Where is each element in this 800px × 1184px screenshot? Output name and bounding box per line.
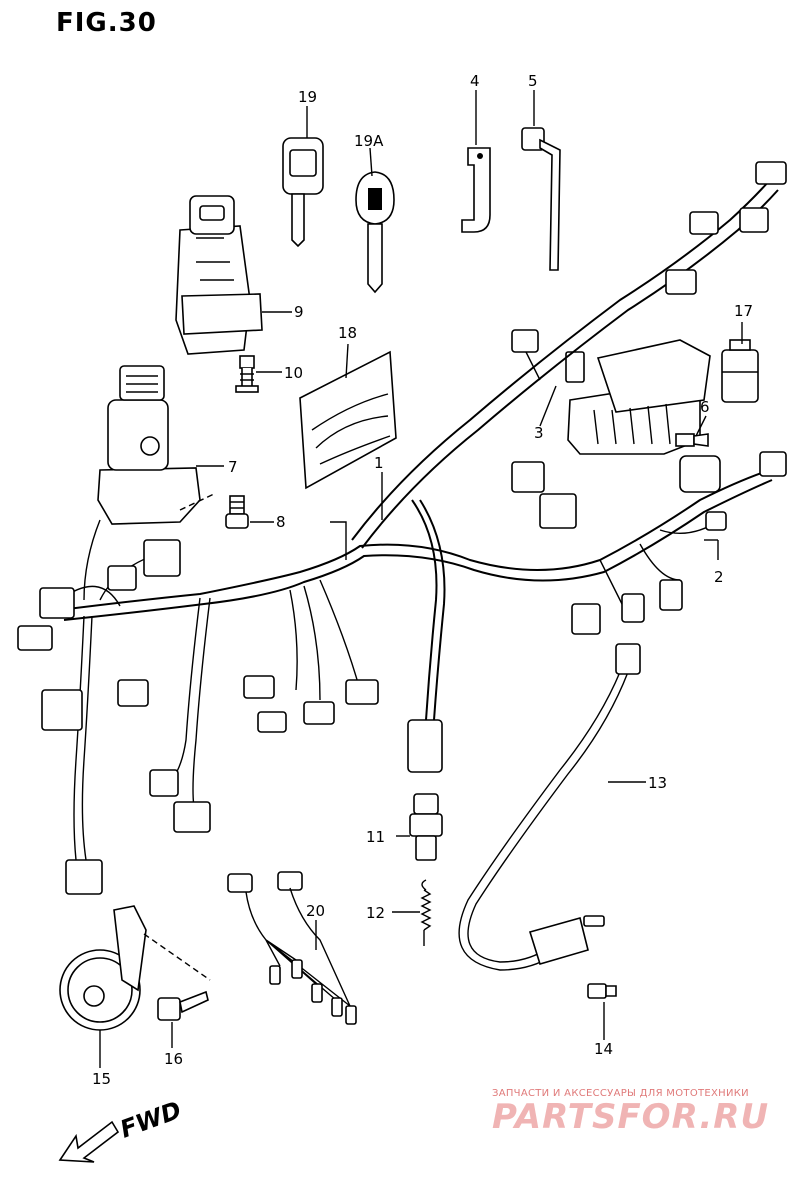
cable-13[interactable] bbox=[458, 643, 641, 971]
part-label-19a: 19A bbox=[354, 132, 384, 150]
bolt-16[interactable] bbox=[157, 990, 209, 1021]
ignition-switch-9[interactable] bbox=[175, 195, 263, 355]
main-harness-1[interactable] bbox=[17, 161, 787, 895]
fwd-arrow-icon bbox=[58, 1120, 120, 1163]
screw-14[interactable] bbox=[587, 983, 617, 999]
part-label-20: 20 bbox=[306, 902, 325, 920]
ignition-switch-7[interactable] bbox=[97, 365, 201, 525]
key-19[interactable] bbox=[282, 137, 324, 248]
fwd-label: FWD bbox=[116, 1096, 185, 1144]
sub-harness-20[interactable] bbox=[227, 871, 357, 1025]
screw-10[interactable] bbox=[235, 355, 259, 393]
part-label-15: 15 bbox=[92, 1070, 111, 1088]
watermark-tagline: ЗАПЧАСТИ И АКСЕССУАРЫ ДЛЯ МОТОТЕХНИКИ bbox=[492, 1088, 749, 1099]
tie-band-5[interactable] bbox=[521, 127, 561, 271]
part-label-12: 12 bbox=[366, 904, 385, 922]
part-label-14: 14 bbox=[594, 1040, 613, 1058]
part-label-18: 18 bbox=[338, 324, 357, 342]
bolt-6[interactable] bbox=[675, 433, 709, 447]
part-label-9: 9 bbox=[294, 303, 304, 321]
part-label-2: 2 bbox=[714, 568, 724, 586]
screw-8[interactable] bbox=[225, 495, 249, 529]
switch-11[interactable] bbox=[409, 793, 443, 861]
horn-15[interactable] bbox=[59, 905, 147, 1031]
part-label-10: 10 bbox=[284, 364, 303, 382]
part-label-4: 4 bbox=[470, 72, 480, 90]
part-label-19: 19 bbox=[298, 88, 317, 106]
part-label-6: 6 bbox=[700, 398, 710, 416]
part-label-11: 11 bbox=[366, 828, 385, 846]
figure-title: FIG.30 bbox=[56, 8, 157, 38]
spring-12[interactable] bbox=[420, 879, 432, 946]
part-label-7: 7 bbox=[228, 458, 238, 476]
part-label-8: 8 bbox=[276, 513, 286, 531]
relay-17[interactable] bbox=[721, 339, 759, 403]
part-label-13: 13 bbox=[648, 774, 667, 792]
watermark: ЗАПЧАСТИ И АКСЕССУАРЫ ДЛЯ МОТОТЕХНИКИ PA… bbox=[492, 1088, 769, 1137]
label-sheet-18[interactable] bbox=[299, 350, 397, 490]
fuse-box-3[interactable] bbox=[565, 339, 711, 455]
part-label-17: 17 bbox=[734, 302, 753, 320]
watermark-logo: PARTSFOR.RU bbox=[492, 1097, 770, 1137]
key-19a[interactable] bbox=[355, 171, 395, 294]
part-label-5: 5 bbox=[528, 72, 538, 90]
part-label-3: 3 bbox=[534, 424, 544, 442]
clamp-4[interactable] bbox=[461, 147, 491, 233]
part-label-1: 1 bbox=[374, 454, 384, 472]
part-label-16: 16 bbox=[164, 1050, 183, 1068]
